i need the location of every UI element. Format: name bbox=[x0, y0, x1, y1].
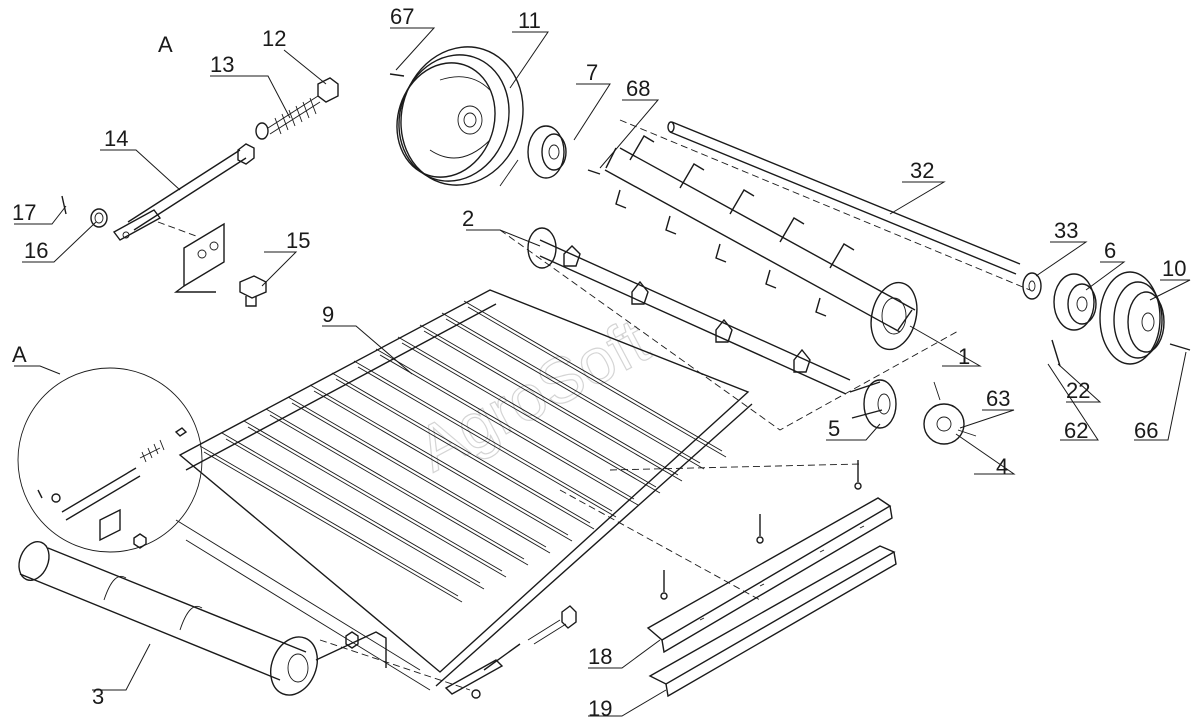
label-part-11: 11 bbox=[518, 8, 541, 33]
hub-7 bbox=[499, 125, 567, 187]
leader-lines bbox=[14, 27, 1191, 717]
shaker-shaft-1 bbox=[604, 135, 918, 351]
detail-circle-A bbox=[17, 367, 203, 553]
roller-3 bbox=[18, 541, 387, 696]
sprocket-4 bbox=[923, 381, 977, 445]
hub-6 bbox=[1053, 273, 1097, 331]
rail-18 bbox=[646, 497, 893, 654]
label-part-4: 4 bbox=[996, 454, 1008, 479]
label-part-15: 15 bbox=[286, 228, 310, 253]
label-part-22: 22 bbox=[1066, 378, 1090, 403]
label-part-66: 66 bbox=[1134, 418, 1158, 443]
pin-66 bbox=[1169, 343, 1191, 351]
label-part-63: 63 bbox=[986, 386, 1010, 411]
label-part-67: 67 bbox=[390, 4, 414, 29]
label-part-14: 14 bbox=[104, 126, 128, 151]
dash-roller-link bbox=[319, 639, 471, 691]
rail-bolts bbox=[660, 460, 862, 600]
rail-19 bbox=[648, 545, 897, 698]
label-part-17: 17 bbox=[12, 200, 36, 225]
pulley-11 bbox=[396, 46, 524, 186]
label-part-6: 6 bbox=[1104, 238, 1116, 263]
label-part-1: 1 bbox=[958, 344, 970, 369]
label-part-2: 2 bbox=[462, 206, 474, 231]
dash-rail-link bbox=[559, 463, 861, 601]
tension-bolt-lower bbox=[444, 605, 577, 699]
label-part-7: 7 bbox=[586, 60, 598, 85]
part-labels: A A 1 2 3 4 5 6 7 9 10 11 12 13 14 15 16… bbox=[12, 4, 1186, 721]
label-part-62: 62 bbox=[1064, 418, 1088, 443]
label-part-33: 33 bbox=[1054, 218, 1078, 243]
pin-22 bbox=[1051, 339, 1061, 367]
label-part-9: 9 bbox=[322, 302, 334, 327]
tension-assembly-top bbox=[61, 77, 339, 307]
pulley-10 bbox=[1099, 271, 1165, 365]
hub-5 bbox=[849, 379, 897, 429]
label-view-a-detail: A bbox=[12, 342, 27, 367]
shaft-2 bbox=[499, 227, 961, 431]
label-part-3: 3 bbox=[92, 684, 104, 709]
pin-67 bbox=[389, 73, 405, 77]
shaft-32 bbox=[619, 119, 1031, 291]
key-68 bbox=[587, 169, 601, 175]
label-part-13: 13 bbox=[210, 52, 234, 77]
label-part-18: 18 bbox=[588, 644, 612, 669]
label-part-10: 10 bbox=[1162, 256, 1186, 281]
label-part-16: 16 bbox=[24, 238, 48, 263]
label-part-12: 12 bbox=[262, 26, 286, 51]
label-part-32: 32 bbox=[910, 158, 934, 183]
washer-33 bbox=[1022, 272, 1042, 300]
label-part-19: 19 bbox=[588, 696, 612, 721]
label-part-68: 68 bbox=[626, 76, 650, 101]
conveyor-9 bbox=[175, 289, 753, 691]
label-view-a-top: A bbox=[158, 32, 173, 57]
label-part-5: 5 bbox=[828, 416, 840, 441]
